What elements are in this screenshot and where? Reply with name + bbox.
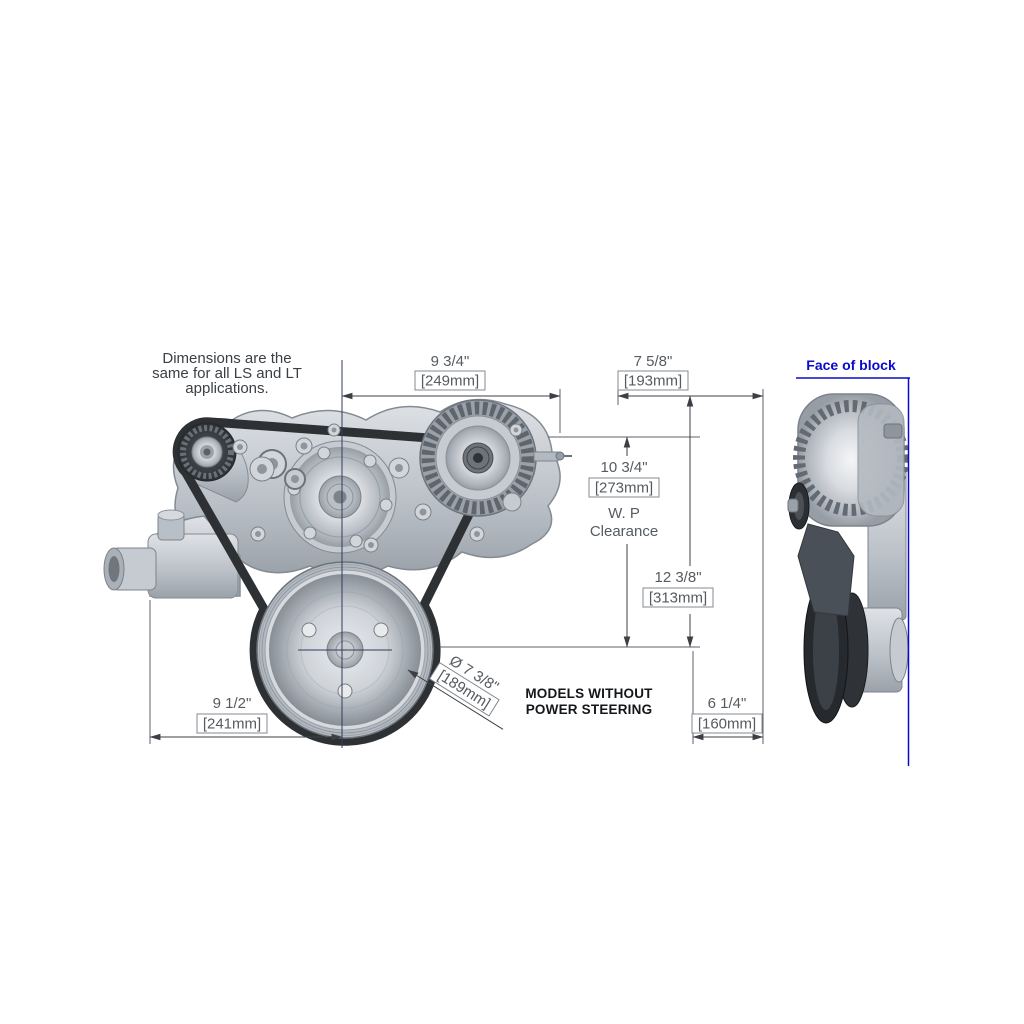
face-of-block-label: Face of block xyxy=(806,357,896,373)
crank-hole xyxy=(301,622,317,638)
dim-top-right-mm: [193mm] xyxy=(624,373,682,390)
side-bracket-arm xyxy=(797,523,855,617)
alternator-fins xyxy=(421,401,535,515)
dim-top-width-inches: 9 3/4" xyxy=(431,353,470,370)
thermostat-housing xyxy=(103,509,239,599)
wp-bolt xyxy=(363,454,377,468)
note-line-1: Dimensions are the xyxy=(162,350,291,367)
dim-wp-clearance-mm: [273mm] xyxy=(595,480,653,497)
side-view xyxy=(787,393,909,724)
alternator-mount-lug xyxy=(502,492,522,512)
dim-bottom-right-mm: [160mm] xyxy=(698,716,756,733)
models-line-2: POWER STEERING xyxy=(526,702,653,717)
dim-overall-height: 12 3/8" [313mm] xyxy=(642,395,736,648)
dim-bottom-right-inches: 6 1/4" xyxy=(708,695,747,712)
alternator-side xyxy=(787,393,909,530)
dim-height-mm: [313mm] xyxy=(649,590,707,607)
dim-wp-clearance: 10 3/4" [273mm] W. P Clearance xyxy=(581,436,673,648)
applicability-note: Dimensions are the same for all LS and L… xyxy=(152,350,302,397)
dim-top-right-inches: 7 5/8" xyxy=(634,353,673,370)
models-note: MODELS WITHOUT POWER STEERING xyxy=(525,686,653,717)
crank-hub-cap xyxy=(889,617,909,683)
front-view xyxy=(103,398,572,746)
dim-height-inches: 12 3/8" xyxy=(654,569,701,586)
note-line-2: same for all LS and LT xyxy=(152,365,302,382)
crank-hole xyxy=(337,683,353,699)
dim-top-right-width: 7 5/8" [193mm] xyxy=(617,353,764,400)
dim-bottom-left-mm: [241mm] xyxy=(203,716,261,733)
extension-lines xyxy=(149,389,764,744)
wp-bolt xyxy=(303,526,317,540)
face-of-block: Face of block xyxy=(796,357,910,766)
wp-bolt xyxy=(349,534,363,548)
dim-bottom-left-width: 9 1/2" [241mm] xyxy=(149,695,343,741)
models-line-1: MODELS WITHOUT xyxy=(525,686,653,701)
dim-top-width-mm: [249mm] xyxy=(421,373,479,390)
alternator-shaft xyxy=(533,451,559,462)
centerlines xyxy=(298,360,392,748)
note-line-3: applications. xyxy=(185,380,268,397)
dim-wp-clearance-note2: Clearance xyxy=(590,523,658,540)
dim-wp-clearance-inches: 10 3/4" xyxy=(600,459,647,476)
bolt-heads xyxy=(232,423,523,553)
alternator-front xyxy=(419,399,572,517)
wp-bolt xyxy=(379,498,393,512)
dim-bottom-right-width: 6 1/4" [160mm] xyxy=(691,695,764,741)
water-pump-pulley xyxy=(283,440,397,554)
alternator-terminal xyxy=(883,423,903,439)
dim-top-width: 9 3/4" [249mm] xyxy=(341,353,561,400)
crank-hole xyxy=(373,622,389,638)
dim-wp-clearance-note1: W. P xyxy=(608,505,640,522)
wp-bolt xyxy=(317,446,331,460)
tensioner-pulley xyxy=(177,422,237,482)
dim-bottom-left-inches: 9 1/2" xyxy=(213,695,252,712)
